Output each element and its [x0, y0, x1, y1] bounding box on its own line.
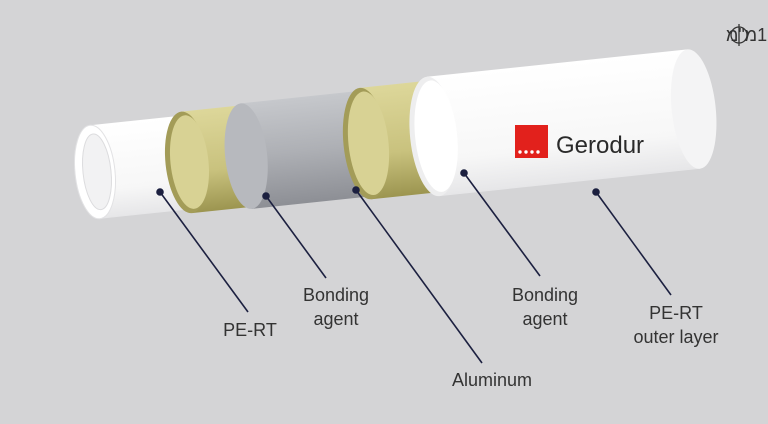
diameter-icon	[730, 24, 748, 46]
label-pe-rt: PE-RT	[223, 320, 277, 340]
leader-dot	[156, 188, 164, 196]
leader-dot	[592, 188, 600, 196]
label-outer-line1: PE-RT	[649, 303, 703, 323]
leader-dot	[262, 192, 270, 200]
label-bonding1-line2: agent	[313, 309, 358, 329]
gerodur-logo: Gerodur	[515, 125, 644, 159]
leader-bonding2	[463, 172, 541, 277]
brand-name: Gerodur	[556, 132, 644, 159]
leader-dot	[352, 186, 360, 194]
leader-lines	[156, 169, 672, 364]
leader-dot	[460, 169, 468, 177]
label-outer-line2: outer layer	[633, 327, 718, 347]
outer-pe-rt-layer	[409, 49, 717, 197]
leader-inner	[159, 191, 249, 313]
leader-outer	[595, 191, 672, 296]
diameter-label: קוטר 16מ"מ	[726, 25, 768, 45]
label-bonding2-line1: Bonding	[512, 285, 578, 305]
leader-aluminum	[355, 189, 483, 364]
leader-bonding1	[265, 195, 327, 279]
label-aluminum: Aluminum	[452, 370, 532, 390]
label-bonding2-line2: agent	[522, 309, 567, 329]
label-bonding1-line1: Bonding	[303, 285, 369, 305]
